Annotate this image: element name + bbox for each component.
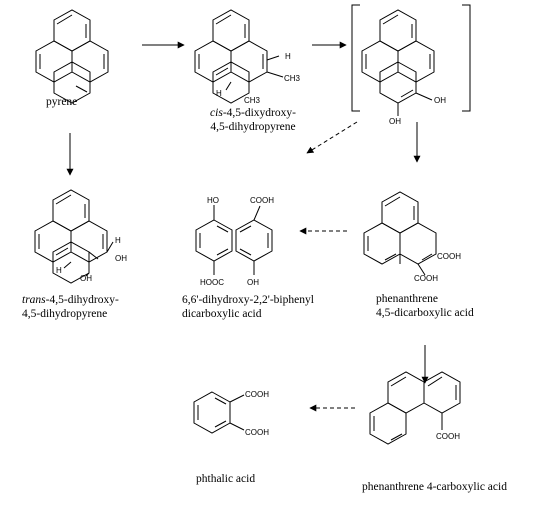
phthalic-cooh1-label: COOH xyxy=(245,390,269,399)
phen-dicarboxylic-line2: 4,5-dicarboxylic acid xyxy=(376,307,474,319)
cis-h2-label: H xyxy=(216,89,222,98)
diol-oh1-label: OH xyxy=(434,96,446,105)
arrow-diol-to-cis-dashed xyxy=(306,121,358,154)
phen-dicarboxylic-structure xyxy=(363,191,437,276)
phthalic-name: phthalic acid xyxy=(196,473,256,485)
phen-dicarboxylic-cooh1-label: COOH xyxy=(437,252,461,261)
trans-oh1-label: OH xyxy=(115,254,127,263)
trans-dihydrodiol-name: trans-4,5-dihydroxy- 4,5-dihydropyrene xyxy=(22,293,119,321)
biphenyl-cooh-label: COOH xyxy=(250,196,274,205)
trans-h1-label: H xyxy=(115,236,121,245)
cis-h1-label: H xyxy=(285,52,291,61)
cis-dihydrodiol-structure xyxy=(194,9,284,104)
phthalic-cooh2-label: COOH xyxy=(245,428,269,437)
trans-h2-label: H xyxy=(56,266,62,275)
cis-dihydrodiol-name: cis-4,5-dixydroxy- 4,5-dihydropyrene xyxy=(188,106,318,134)
phen-carboxylic-structure xyxy=(369,371,461,445)
phen-carboxylic-name: phenanthrene 4-carboxylic acid xyxy=(362,481,507,493)
biphenyl-name-line2: dicarboxylic acid xyxy=(182,308,262,320)
pyrene-name: pyrene xyxy=(46,96,78,108)
cis-ch3-1-label: CH3 xyxy=(284,74,301,83)
biphenyl-acid-name: 6,6'-dihydroxy-2,2'-biphenyl dicarboxyli… xyxy=(182,293,314,321)
cis-name-line2: 4,5-dihydropyrene xyxy=(210,121,296,133)
biphenyl-name-line1: 6,6'-dihydroxy-2,2'-biphenyl xyxy=(182,294,314,306)
diol-oh2-label: OH xyxy=(389,117,401,126)
phen-dicarboxylic-name: phenanthrene 4,5-dicarboxylic acid xyxy=(376,292,474,320)
trans-dihydrodiol-structure xyxy=(34,189,114,284)
phen-dicarboxylic-line1: phenanthrene xyxy=(376,293,438,305)
phen-dicarboxylic-cooh2-label: COOH xyxy=(414,274,438,283)
biphenyl-hooc-label: HOOC xyxy=(200,278,224,287)
biphenyl-acid-structure xyxy=(195,205,273,275)
trans-name-line2: 4,5-dihydropyrene xyxy=(22,308,108,320)
biphenyl-oh-label: OH xyxy=(247,278,259,287)
trans-oh2-label: OH xyxy=(80,274,92,283)
cis-name-line1: -4,5-dixydroxy- xyxy=(222,107,296,119)
arrows xyxy=(66,41,429,412)
trans-name-line1: -4,5-dihydroxy- xyxy=(45,294,119,306)
biphenyl-ho-label: HO xyxy=(207,196,219,205)
phthalic-structure xyxy=(193,391,245,434)
cis-prefix: cis xyxy=(210,107,223,119)
diol-intermediate-structure xyxy=(351,4,471,116)
trans-prefix: trans xyxy=(22,294,46,306)
pyrene-structure xyxy=(35,9,109,104)
cis-ch3-2-label: CH3 xyxy=(244,96,261,105)
phen-carboxylic-cooh-label: COOH xyxy=(436,432,460,441)
